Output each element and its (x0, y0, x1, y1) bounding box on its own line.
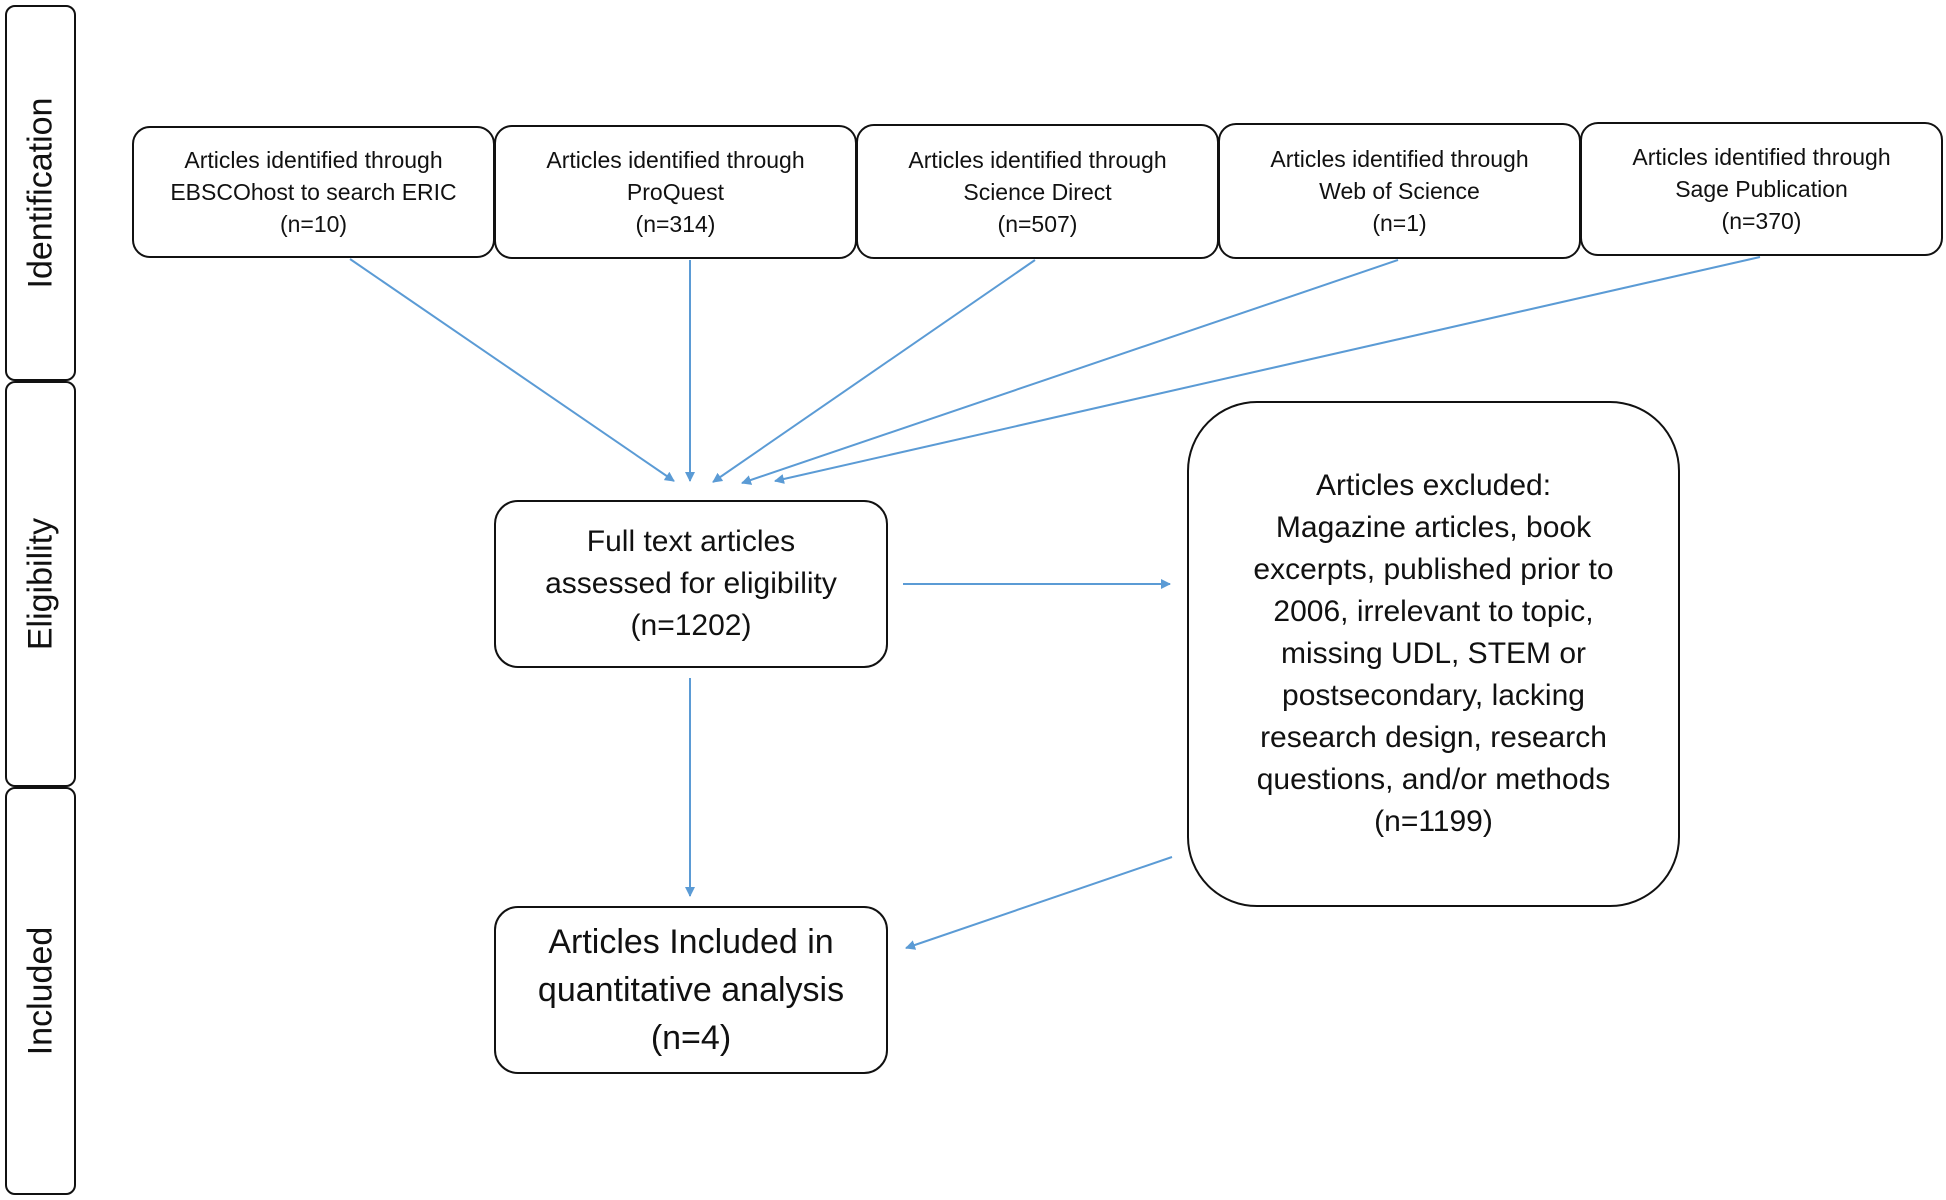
source-box-line1: Articles identified through (1632, 144, 1891, 170)
eligibility-box-line2: assessed for eligibility (545, 567, 837, 600)
source-box-line2: EBSCOhost to search ERIC (170, 179, 457, 205)
source-box-count: (n=10) (279, 211, 348, 237)
source-box-count: (n=507) (997, 210, 1078, 237)
source-box-line1: Articles identified through (546, 147, 805, 173)
source-box-line1: Articles identified through (908, 146, 1167, 173)
included-box-line1: Articles Included in (548, 923, 834, 961)
arrow-excluded-to-included (905, 856, 1173, 950)
source-box-line2: ProQuest (626, 179, 725, 205)
source-box-line2: Science Direct (963, 178, 1112, 205)
excluded-box-line: Articles excluded: (1315, 469, 1552, 502)
source-box-sage-publication: Articles identified through Sage Publica… (1580, 122, 1943, 256)
source-box-count: (n=314) (635, 211, 716, 237)
excluded-box: Articles excluded: Magazine articles, bo… (1187, 401, 1680, 907)
excluded-box-line: questions, and/or methods (1256, 763, 1611, 796)
phase-included: Included (5, 787, 76, 1195)
excluded-box-line: research design, research (1260, 721, 1607, 754)
eligibility-box-count: (n=1202) (630, 609, 752, 642)
eligibility-box: Full text articles assessed for eligibil… (494, 500, 888, 668)
excluded-box-line: 2006, irrelevant to topic, (1273, 595, 1594, 628)
included-box: Articles Included in quantitative analys… (494, 906, 888, 1074)
arrow-science-direct-to-eligibility (712, 259, 1036, 483)
excluded-box-line: postsecondary, lacking (1282, 679, 1585, 712)
source-box-count: (n=1) (1372, 210, 1427, 236)
source-box-ebscohost: Articles identified through EBSCOhost to… (132, 126, 495, 258)
phase-eligibility: Eligibility (5, 381, 76, 787)
arrow-ebscohost-to-eligibility (349, 258, 675, 482)
source-box-line2: Sage Publication (1675, 176, 1848, 202)
excluded-box-count: (n=1199) (1374, 805, 1493, 838)
source-box-proquest: Articles identified through ProQuest (n=… (494, 125, 857, 259)
included-box-count: (n=4) (650, 1019, 732, 1057)
source-box-line2: Web of Science (1319, 178, 1480, 204)
eligibility-box-line1: Full text articles (586, 525, 796, 558)
arrow-sage-to-eligibility (774, 256, 1761, 484)
excluded-box-line: missing UDL, STEM or (1280, 637, 1587, 670)
source-box-line1: Articles identified through (184, 147, 443, 173)
included-box-line2: quantitative analysis (537, 971, 845, 1009)
source-box-line1: Articles identified through (1270, 146, 1529, 172)
arrow-web-of-science-to-eligibility (741, 259, 1399, 485)
source-box-science-direct: Articles identified through Science Dire… (856, 124, 1219, 259)
source-box-web-of-science: Articles identified through Web of Scien… (1218, 123, 1581, 259)
excluded-box-line: excerpts, published prior to (1253, 553, 1614, 586)
source-box-count: (n=370) (1721, 208, 1802, 234)
phase-identification: Identification (5, 5, 76, 381)
excluded-box-line: Magazine articles, book (1275, 511, 1592, 544)
